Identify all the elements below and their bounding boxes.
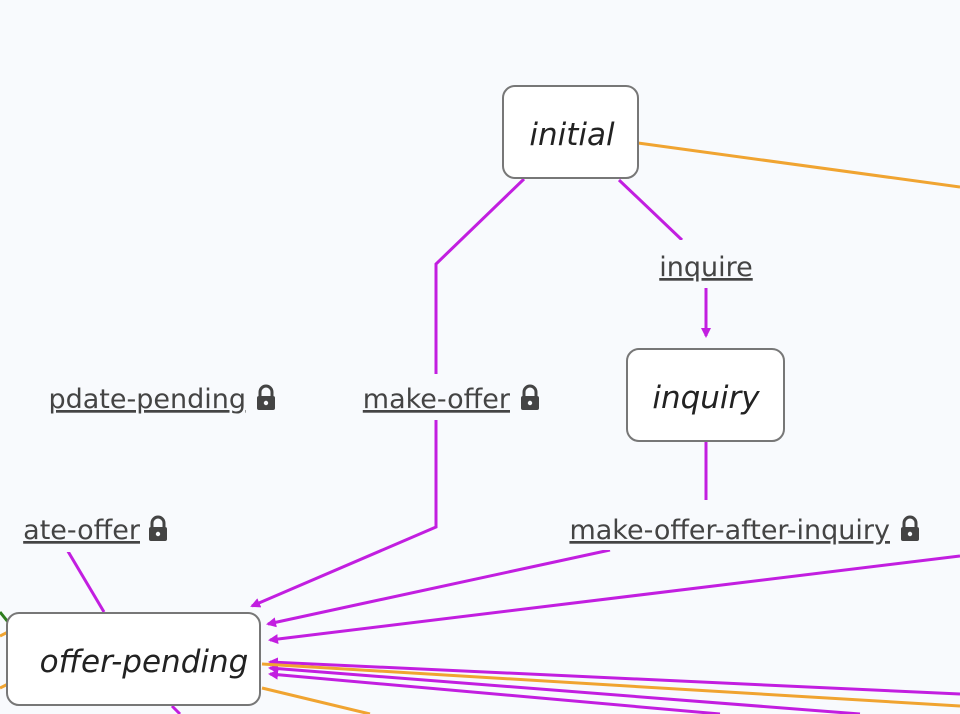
node-inquiry-label: inquiry — [652, 380, 760, 416]
node-offer-pending[interactable]: offer-pending — [6, 612, 261, 706]
edge-inquire-upper — [617, 178, 684, 242]
edge-label-inquire[interactable]: inquire — [646, 240, 766, 288]
edge-label-update-offer-text: ate-offer — [23, 515, 141, 546]
edge-offer-orange-1 — [261, 662, 960, 708]
edge-right-to-offer-3 — [268, 663, 861, 714]
edge-label-inquire-text: inquire — [659, 252, 753, 283]
edges — [0, 141, 960, 714]
edge-right-to-offer-4 — [268, 669, 721, 714]
edge-label-update-pending-text: pdate-pending — [48, 384, 246, 415]
edge-left-green — [0, 611, 10, 623]
edge-label-make-offer-after-inquiry[interactable]: make-offer-after-inquiry — [484, 504, 926, 550]
edge-offer-orange-2 — [261, 686, 371, 714]
edge-label-make-offer-after-inquiry-text: make-offer-after-inquiry — [569, 515, 890, 546]
node-initial[interactable]: initial — [502, 85, 639, 179]
edge-label-make-offer-text: make-offer — [363, 384, 511, 415]
node-inquiry[interactable]: inquiry — [626, 348, 785, 442]
edge-label-update-offer[interactable]: ate-offer — [0, 506, 174, 552]
edge-right-to-offer-2 — [268, 657, 960, 696]
node-initial-label: initial — [529, 117, 615, 153]
edge-label-make-offer[interactable]: make-offer — [324, 374, 546, 420]
edge-make-offer-after-inquiry — [268, 442, 708, 624]
edge-label-update-pending[interactable]: pdate-pending — [0, 374, 282, 420]
edge-initial-right — [637, 141, 960, 189]
edge-update-offer — [64, 547, 106, 613]
node-offer-pending-label: offer-pending — [40, 644, 249, 680]
edge-right-to-offer-1 — [268, 554, 960, 644]
edge-bottom-stub — [170, 704, 182, 714]
